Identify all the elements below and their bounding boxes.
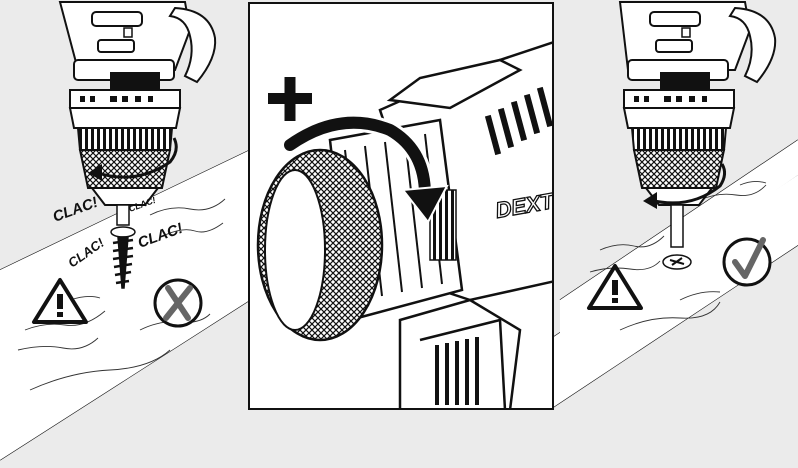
vent-slots <box>484 86 552 156</box>
right-panel <box>551 0 798 409</box>
plus-icon <box>268 77 312 121</box>
drill-body <box>58 1 217 129</box>
grip-texture <box>435 337 479 405</box>
wood-board <box>0 150 250 460</box>
screw <box>110 204 136 289</box>
wood-board <box>552 175 798 408</box>
chuck-nose <box>256 148 384 342</box>
rotation-arrow-icon <box>94 137 178 179</box>
arrow-head-icon <box>88 164 102 181</box>
warning-triangle-icon <box>32 278 88 324</box>
clutch-markings <box>634 96 707 102</box>
warning-triangle-icon <box>587 264 643 310</box>
center-panel: DEXTE <box>248 2 554 410</box>
wood-grain <box>17 198 226 391</box>
left-panel: CLAC! CLAC! CLAC! CLAC! <box>0 1 251 461</box>
chuck <box>76 127 174 206</box>
screw-head <box>662 204 692 270</box>
cross-in-circle-icon <box>153 278 203 328</box>
drill-body <box>618 0 777 129</box>
wood-grain <box>589 180 767 331</box>
rotation-arrow-icon <box>649 163 727 205</box>
arrow-head-icon <box>643 192 657 209</box>
check-in-circle-icon <box>722 237 772 287</box>
clockwise-arrow-icon <box>281 113 449 224</box>
sound-label: CLAC! <box>51 194 101 226</box>
clutch-markings <box>80 96 153 102</box>
